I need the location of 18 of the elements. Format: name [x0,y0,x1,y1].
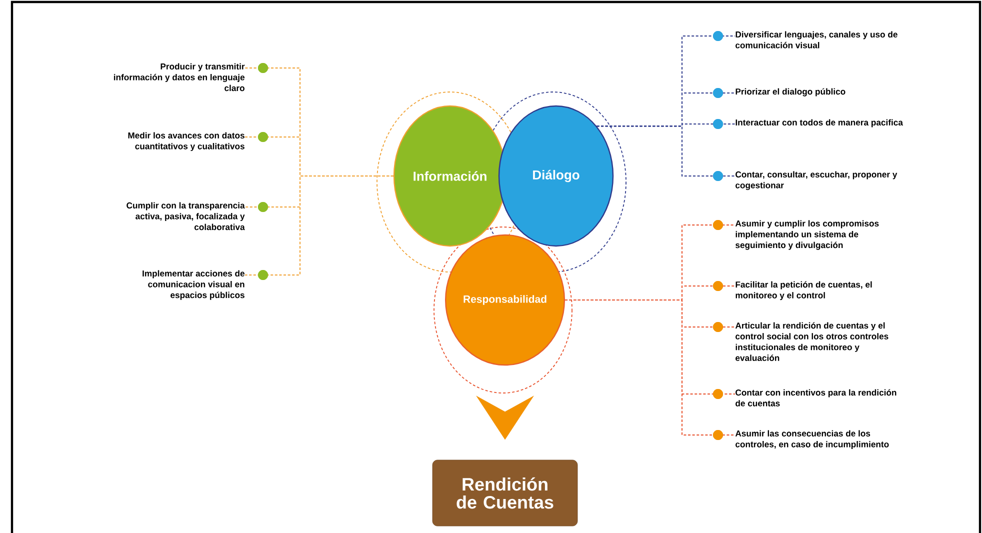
item-text: Articular la rendición de cuentas y el control social con los otros controles institucionales de monitoreo y evaluación [735,322,888,361]
item-text: Implementar acciones de comunicacion visual en espacios públicos [142,270,244,300]
connector-line [244,176,394,276]
item-text: Diversificar lenguajes, canales y uso de comunicación visual [736,31,898,48]
item-text: Producir y transmitir información y datos en lenguaje claro [114,63,245,92]
chevron-arrow [476,396,534,440]
item-text: Interactuar con todos de manera pacifica [736,119,903,128]
item-text: Facilitar la petición de cuentas, el monitoreo y el control [736,281,872,300]
item-text: Asumir y cumplir los compromisos implementando un sistema de seguimiento y divulgación [735,220,879,250]
item-text: Contar, consultar, escuchar, proponer y cogestionar [736,171,898,190]
item-text: Cumplir con la transparencia activa, pasiva, focalizada y colaborativa [126,202,245,230]
item-text: Priorizar el dialogo público [736,88,846,96]
item-text: Contar con incentivos para la rendición de cuentas [736,389,896,406]
item-text: Medir los avances con datos cuantitativos y cualitativos [128,132,244,152]
connector-line [564,300,736,436]
item-text: Asumir las consecuencias de los controles, en caso de incumplimiento [735,430,889,450]
result-box: Rendición de Cuentas [432,460,578,526]
connector-line [596,126,736,176]
